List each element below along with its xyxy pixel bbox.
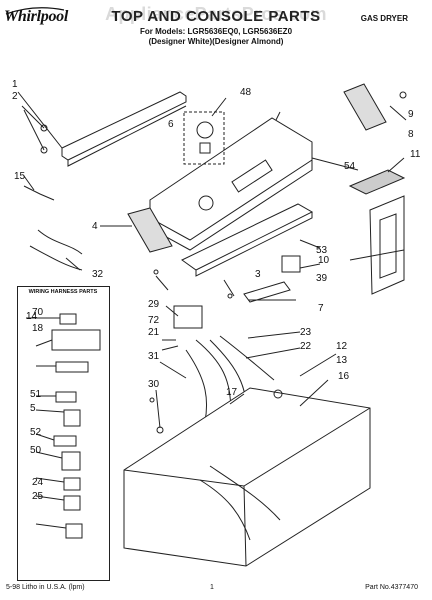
callout-52: 52	[30, 427, 42, 438]
callout-12: 12	[336, 341, 348, 352]
logo-swoosh-icon	[5, 7, 65, 15]
callout-5: 5	[30, 403, 36, 414]
switch	[281, 255, 301, 273]
callout-1: 1	[12, 79, 18, 90]
callout-31: 31	[148, 351, 160, 362]
callout-50: 50	[30, 445, 42, 456]
screw-icon	[40, 146, 48, 154]
color-line: (Designer White)(Designer Almond)	[148, 37, 284, 46]
knob-icon	[196, 121, 214, 139]
screw-icon	[399, 91, 407, 99]
footer-page-number: 1	[210, 584, 214, 591]
callout-25: 25	[32, 491, 44, 502]
whirlpool-logo: Whirlpool	[4, 8, 68, 25]
footer-litho: 5-98 Litho in U.S.A. (lpm)	[6, 584, 85, 591]
callout-39: 39	[316, 273, 328, 284]
footer-part-number: Part No.4377470	[365, 584, 418, 591]
callout-30: 30	[148, 379, 160, 390]
wiring-harness-box	[17, 286, 110, 581]
callout-11: 11	[410, 149, 421, 160]
callout-29: 29	[148, 299, 160, 310]
callout-54: 54	[344, 161, 356, 172]
callout-24: 24	[32, 477, 44, 488]
lint-chute	[369, 195, 405, 295]
cable-assembly	[23, 185, 83, 271]
product-label: GAS DRYER	[360, 14, 408, 23]
page-title: TOP AND CONSOLE PARTS	[111, 8, 321, 25]
callout-32: 32	[92, 269, 104, 280]
lint-screen-cover	[348, 169, 406, 195]
callout-16: 16	[338, 371, 350, 382]
callout-23: 23	[300, 327, 312, 338]
callout-9-top: 9	[408, 109, 414, 120]
callout-22: 22	[300, 341, 312, 352]
callout-4: 4	[92, 221, 98, 232]
callout-21: 21	[148, 327, 160, 338]
end-cap	[127, 207, 173, 253]
callout-3: 3	[255, 269, 261, 280]
wiring-harness-title: WIRING HARNESS PARTS	[28, 289, 98, 295]
callout-48: 48	[240, 87, 252, 98]
callout-70: 70	[32, 307, 44, 318]
callout-6: 6	[168, 119, 174, 130]
callout-51: 51	[30, 389, 42, 400]
callout-17: 17	[226, 387, 238, 398]
callout-13: 13	[336, 355, 348, 366]
callout-8: 8	[408, 129, 414, 140]
timer	[173, 305, 203, 329]
dryer-top	[123, 387, 371, 567]
callout-18: 18	[32, 323, 44, 334]
callout-7: 7	[318, 303, 324, 314]
callout-72: 72	[148, 315, 160, 326]
callout-10: 10	[318, 255, 330, 266]
rear-panel	[61, 91, 187, 161]
callout-53: 53	[316, 245, 328, 256]
callout-2: 2	[12, 91, 18, 102]
callout-15: 15	[14, 171, 26, 182]
callout-14: 14	[26, 311, 38, 322]
model-line: For Models: LGR5636EQ0, LGR5636EZ0	[139, 27, 293, 36]
terminal-block	[243, 281, 291, 303]
wire-harness	[185, 335, 275, 441]
end-cap-right	[343, 83, 387, 131]
